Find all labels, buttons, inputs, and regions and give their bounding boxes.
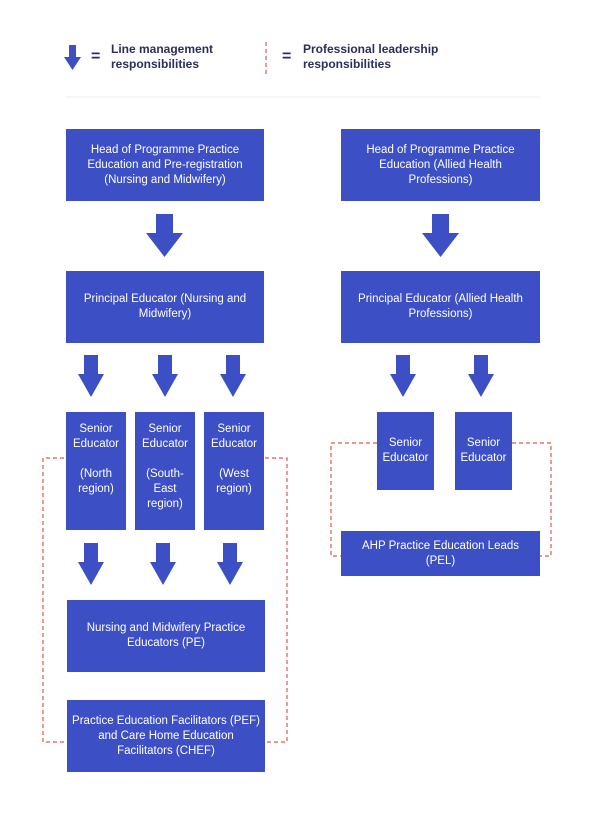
box-ahp-senior-1: Senior Educator: [377, 412, 434, 490]
box-senior-southeast-label: Senior Educator (South- East region): [141, 423, 189, 510]
legend-equals-2: =: [282, 48, 292, 65]
box-principal-ahp: Principal Educator (Allied Health Profes…: [341, 271, 540, 343]
box-principal-ahp-label: Principal Educator (Allied Health Profes…: [358, 293, 523, 320]
box-pef-chef-label: Practice Education Facilitators (PEF) an…: [72, 714, 260, 757]
box-practice-educators-label: Nursing and Midwifery Practice Educators…: [86, 622, 246, 649]
arrow-down-icon: [152, 355, 178, 397]
box-senior-north-label: Senior Educator (North region): [72, 423, 120, 495]
box-head-nursing-midwifery-label: Head of Programme Practice Education and…: [87, 143, 243, 186]
legend-equals-1: =: [91, 48, 101, 65]
dashed-bracket-left: [42, 457, 66, 743]
box-ahp-senior-1-label: Senior Educator: [382, 437, 429, 464]
box-principal-nursing-midwifery-label: Principal Educator (Nursing and Midwifer…: [83, 293, 247, 320]
arrow-down-icon: [146, 214, 183, 257]
box-head-ahp: Head of Programme Practice Education (Al…: [341, 129, 540, 201]
arrow-down-icon: [78, 355, 104, 397]
box-principal-nursing-midwifery: Principal Educator (Nursing and Midwifer…: [66, 271, 264, 343]
box-ahp-senior-2: Senior Educator: [455, 412, 512, 490]
legend-line-management-label: Line management responsibilities: [111, 42, 214, 71]
box-ahp-pel: AHP Practice Education Leads (PEL): [341, 531, 540, 576]
arrow-down-icon: [78, 543, 104, 585]
arrow-down-icon: [468, 355, 494, 397]
legend-professional-leadership-label: Professional leadership responsibilities: [303, 42, 439, 71]
arrow-down-icon: [220, 355, 246, 397]
box-pef-chef: Practice Education Facilitators (PEF) an…: [67, 700, 265, 772]
arrow-down-icon: [150, 543, 176, 585]
arrow-down-icon: [390, 355, 416, 397]
arrow-down-icon: [422, 214, 459, 257]
box-senior-north: Senior Educator (North region): [66, 412, 126, 530]
dashed-bracket-left-right: [265, 457, 288, 743]
arrow-down-icon: [217, 543, 243, 585]
box-senior-west: Senior Educator (West region): [204, 412, 264, 530]
box-head-ahp-label: Head of Programme Practice Education (Al…: [366, 143, 515, 186]
box-practice-educators: Nursing and Midwifery Practice Educators…: [67, 600, 265, 672]
box-ahp-pel-label: AHP Practice Education Leads (PEL): [361, 539, 520, 567]
box-senior-west-label: Senior Educator (West region): [210, 423, 258, 495]
legend-arrow-icon: [64, 45, 81, 70]
box-ahp-senior-2-label: Senior Educator: [460, 437, 507, 464]
box-head-nursing-midwifery: Head of Programme Practice Education and…: [66, 129, 264, 201]
dashed-bracket-right-left: [330, 442, 377, 557]
dashed-bracket-right-right: [512, 442, 552, 557]
box-senior-southeast: Senior Educator (South- East region): [135, 412, 195, 530]
